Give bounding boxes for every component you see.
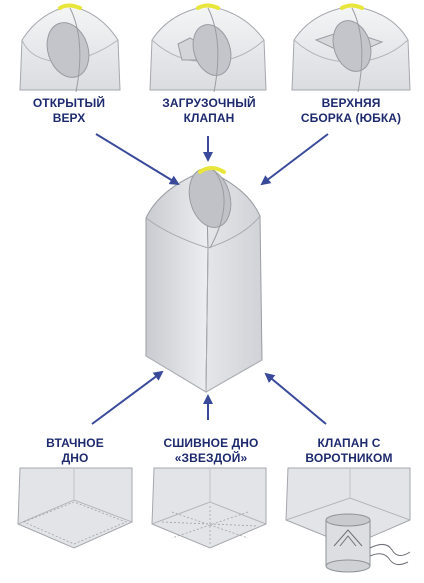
lifting-loop-icon [340,3,364,10]
arrow-discharge-spout [264,372,327,425]
arrows [91,133,329,425]
label-inserted-bottom: ВТАЧНОЕ ДНО [10,436,140,466]
arrow-inserted-bottom [91,370,164,425]
label-inserted-bottom-line1: ВТАЧНОЕ [46,436,104,450]
label-open-top: ОТКРЫТЫЙ ВЕРХ [4,96,134,126]
label-inserted-bottom-line2: ДНО [61,451,89,465]
lifting-loop-icon [58,3,82,10]
label-star-sewn-bottom-line2: «ЗВЕЗДОЙ» [174,451,248,465]
thumb-filling-spout [149,3,267,93]
label-filling-spout: ЗАГРУЗОЧНЫЙ КЛАПАН [144,96,274,126]
thumb-discharge-spout [285,467,411,573]
label-skirt-top-line1: ВЕРХНЯЯ [321,96,381,110]
thumb-open-top [19,3,121,93]
label-open-top-line1: ОТКРЫТЫЙ [32,96,106,110]
label-skirt-top-line2: СБОРКА (ЮБКА) [300,111,402,125]
label-discharge-spout: КЛАПАН С ВОРОТНИКОМ [284,436,414,466]
label-star-sewn-bottom: СШИВНОЕ ДНО «ЗВЕЗДОЙ» [146,436,276,466]
main-big-bag [145,166,263,393]
label-open-top-line2: ВЕРХ [52,111,86,125]
label-filling-spout-line2: КЛАПАН [183,111,235,125]
lifting-loop-icon [198,166,226,174]
thumb-star-sewn-bottom [151,467,267,549]
arrow-skirt-top [260,133,329,186]
label-discharge-spout-line1: КЛАПАН С [317,436,381,450]
thumb-skirt-top [291,3,411,93]
lifting-loop-icon [196,3,220,10]
label-discharge-spout-line2: ВОРОТНИКОМ [305,451,393,465]
label-star-sewn-bottom-line1: СШИВНОЕ ДНО [163,436,259,450]
label-skirt-top: ВЕРХНЯЯ СБОРКА (ЮБКА) [286,96,416,126]
label-filling-spout-line1: ЗАГРУЗОЧНЫЙ [162,96,256,110]
arrow-open-top [95,133,180,186]
thumb-inserted-bottom [17,467,133,549]
